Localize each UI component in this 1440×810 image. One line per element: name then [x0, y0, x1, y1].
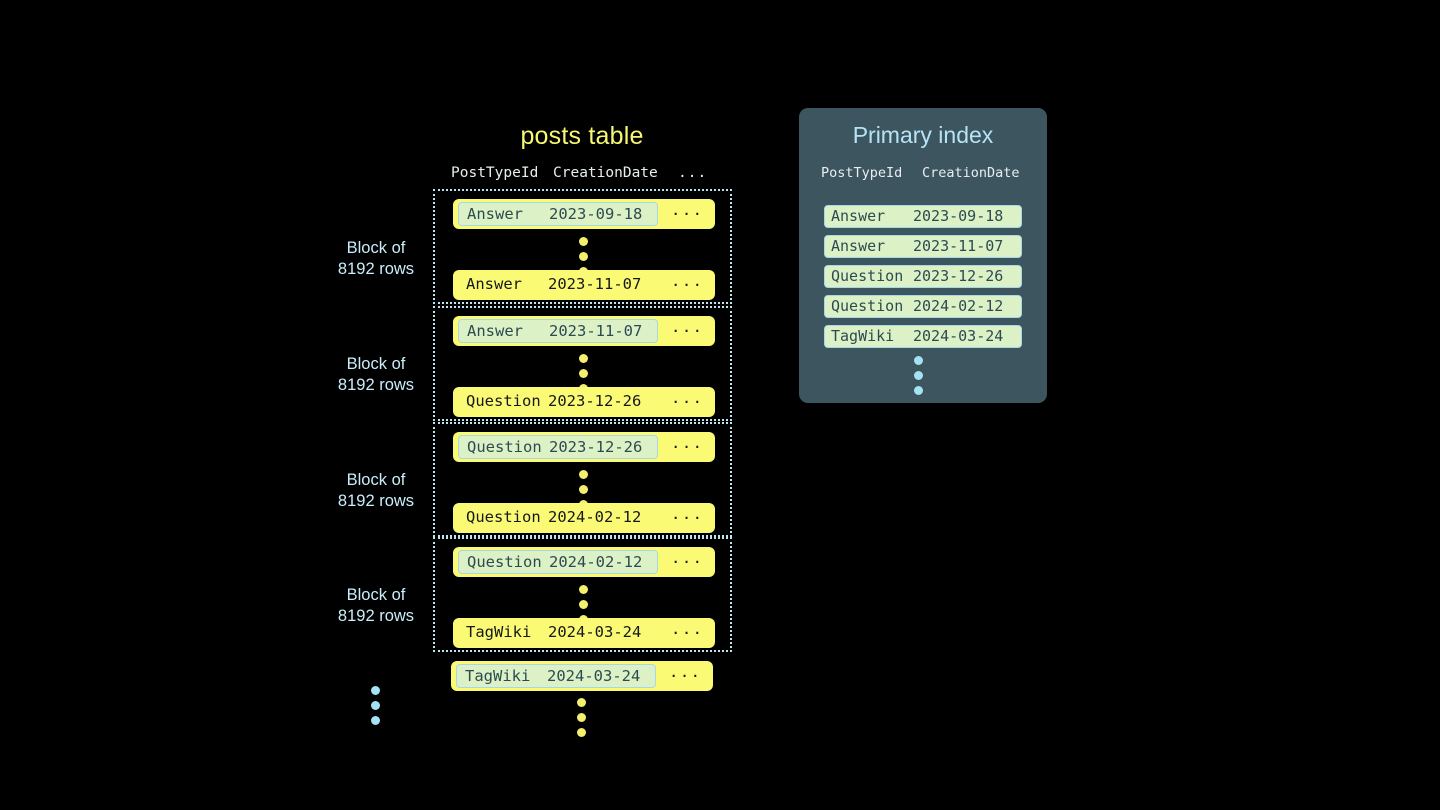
index-row: Answer 2023-11-07 — [824, 235, 1022, 258]
cell-more: ... — [671, 620, 704, 638]
table-row: Answer 2023-11-07 ... — [453, 316, 715, 346]
block-label-2: Block of 8192 rows — [301, 354, 451, 396]
cell-posttypeid: Answer — [466, 275, 522, 293]
block-label-line1: Block of — [346, 586, 406, 604]
row-cells: Question 2024-02-12 — [458, 506, 658, 530]
cell-posttypeid: Question — [466, 508, 541, 526]
cell-posttypeid: Question — [467, 438, 542, 456]
cell-posttypeid: Answer — [831, 237, 886, 255]
row-cells: TagWiki 2024-03-24 — [458, 621, 658, 645]
primary-index-column-headers: PostTypeId CreationDate — [799, 165, 1047, 185]
cell-more: ... — [671, 549, 704, 567]
row-highlight-box: TagWiki 2024-03-24 — [456, 664, 656, 688]
table-block-3: Question 2023-12-26 ... Question 2024-02… — [433, 422, 732, 537]
posts-table-column-headers: PostTypeId CreationDate ... — [433, 165, 732, 187]
cell-more: ... — [671, 318, 704, 336]
primary-index-title: Primary index — [852, 122, 994, 148]
cell-more: ... — [671, 389, 704, 407]
index-row: Question 2024-02-12 — [824, 295, 1022, 318]
index-ellipsis-dots — [914, 356, 926, 401]
row-highlight-box: Question 2024-02-12 — [458, 550, 658, 574]
cell-creationdate: 2023-12-26 — [549, 438, 643, 456]
table-row: Question 2023-12-26 ... — [453, 387, 715, 417]
cell-posttypeid: Answer — [467, 322, 523, 340]
index-row: Question 2023-12-26 — [824, 265, 1022, 288]
table-row: Question 2024-02-12 ... — [453, 503, 715, 533]
table-row: Answer 2023-09-18 ... — [453, 199, 715, 229]
cell-creationdate: 2023-11-07 — [913, 237, 1004, 255]
block-label-line1: Block of — [346, 239, 406, 257]
block-label-line2: 8192 rows — [337, 607, 415, 625]
cell-creationdate: 2023-11-07 — [549, 322, 643, 340]
cell-posttypeid: Question — [831, 297, 904, 315]
table-row: Question 2023-12-26 ... — [453, 432, 715, 462]
block-label-line2: 8192 rows — [337, 492, 415, 510]
table-block-4: Question 2024-02-12 ... TagWiki 2024-03-… — [433, 537, 732, 652]
cell-posttypeid: Question — [831, 267, 904, 285]
posts-table-title: posts table — [520, 122, 644, 150]
table-row: TagWiki 2024-03-24 ... — [453, 618, 715, 648]
cell-more: ... — [671, 272, 704, 290]
cell-creationdate: 2023-09-18 — [549, 205, 643, 223]
cell-creationdate: 2023-09-18 — [913, 207, 1004, 225]
column-header-creationdate: CreationDate — [553, 165, 658, 181]
cell-posttypeid: Answer — [831, 207, 886, 225]
blocks-continue-ellipsis-dots — [371, 686, 383, 731]
table-bottom-ellipsis-dots — [577, 698, 589, 743]
cell-creationdate: 2024-02-12 — [548, 508, 642, 526]
table-block-1: Answer 2023-09-18 ... Answer 2023-11-07 … — [433, 189, 732, 304]
cell-creationdate: 2023-11-07 — [548, 275, 642, 293]
cell-creationdate: 2024-02-12 — [549, 553, 643, 571]
row-highlight-box: Answer 2023-09-18 — [458, 202, 658, 226]
cell-posttypeid: TagWiki — [465, 667, 531, 685]
block-label-line2: 8192 rows — [337, 260, 415, 278]
cell-more: ... — [671, 201, 704, 219]
cell-creationdate: 2023-12-26 — [913, 267, 1004, 285]
cell-posttypeid: Answer — [467, 205, 523, 223]
primary-index-panel: Primary index PostTypeId CreationDate An… — [799, 108, 1047, 403]
column-header-more: ... — [678, 165, 708, 181]
table-row: Answer 2023-11-07 ... — [453, 270, 715, 300]
column-header-posttypeid: PostTypeId — [451, 165, 539, 181]
cell-posttypeid: Question — [467, 553, 542, 571]
cell-posttypeid: Question — [466, 392, 541, 410]
cell-creationdate: 2024-03-24 — [913, 327, 1004, 345]
index-row: Answer 2023-09-18 — [824, 205, 1022, 228]
block-label-line1: Block of — [346, 355, 406, 373]
block-label-3: Block of 8192 rows — [301, 470, 451, 512]
cell-creationdate: 2023-12-26 — [548, 392, 642, 410]
cell-posttypeid: TagWiki — [466, 623, 532, 641]
cell-creationdate: 2024-03-24 — [548, 623, 642, 641]
block-label-line1: Block of — [346, 471, 406, 489]
table-block-2: Answer 2023-11-07 ... Question 2023-12-2… — [433, 306, 732, 421]
cell-creationdate: 2024-03-24 — [547, 667, 641, 685]
block-label-4: Block of 8192 rows — [301, 585, 451, 627]
column-header-posttypeid: PostTypeId — [821, 165, 903, 181]
column-header-creationdate: CreationDate — [922, 165, 1020, 181]
row-cells: Question 2023-12-26 — [458, 390, 658, 414]
index-row: TagWiki 2024-03-24 — [824, 325, 1022, 348]
cell-more: ... — [671, 434, 704, 452]
cell-posttypeid: TagWiki — [831, 327, 895, 345]
row-cells: Answer 2023-11-07 — [458, 273, 658, 297]
table-row: Question 2024-02-12 ... — [453, 547, 715, 577]
row-highlight-box: Question 2023-12-26 — [458, 435, 658, 459]
cell-more: ... — [669, 663, 702, 681]
row-highlight-box: Answer 2023-11-07 — [458, 319, 658, 343]
cell-creationdate: 2024-02-12 — [913, 297, 1004, 315]
table-row-trailing: TagWiki 2024-03-24 ... — [451, 661, 713, 691]
cell-more: ... — [671, 505, 704, 523]
block-label-1: Block of 8192 rows — [301, 238, 451, 280]
block-label-line2: 8192 rows — [337, 376, 415, 394]
